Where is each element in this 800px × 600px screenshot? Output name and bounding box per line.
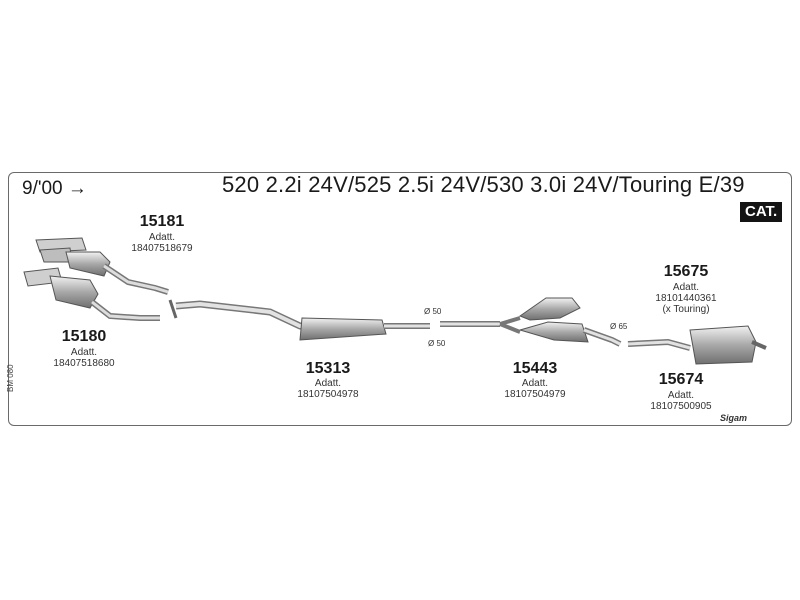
part-label-15180: Adatt. xyxy=(70,347,98,358)
diameter-label: Ø 50 xyxy=(424,307,442,316)
part-number-15180: 15180 xyxy=(61,328,107,345)
catalytic-converter-15180 xyxy=(23,267,160,321)
part-label-15443: Adatt. xyxy=(521,378,549,389)
brand-logo: Sigam xyxy=(720,413,748,423)
part-label-15675: Adatt. xyxy=(672,282,700,293)
part-code-15675: 18101440361 xyxy=(655,293,717,304)
part-code-15443: 18107504979 xyxy=(504,389,566,400)
center-silencer-15313 xyxy=(168,299,430,341)
part-code-15180: 18407518680 xyxy=(53,358,115,369)
rear-silencer-15674 xyxy=(627,325,767,365)
part-number-15443: 15443 xyxy=(512,360,558,377)
part-code-15313: 18107504978 xyxy=(297,389,359,400)
part-label-15313: Adatt. xyxy=(314,378,342,389)
cat-badge: CAT. xyxy=(740,202,783,222)
catalog-code: BM 080 xyxy=(6,364,15,392)
part-code-15181: 18407518679 xyxy=(131,243,193,254)
part-label-15674: Adatt. xyxy=(667,390,695,401)
part-label-15181: Adatt. xyxy=(148,232,176,243)
part-number-15675: 15675 xyxy=(663,263,709,280)
part-number-15313: 15313 xyxy=(305,360,351,377)
part-note-15675: (x Touring) xyxy=(662,304,710,315)
part-code-15674: 18107500905 xyxy=(650,401,712,412)
diameter-label: Ø 65 xyxy=(610,322,628,331)
twin-silencer-15443 xyxy=(440,297,622,347)
part-number-15181: 15181 xyxy=(139,213,185,230)
date-range: 9/'00 → xyxy=(22,178,87,199)
diagram-frame xyxy=(8,172,792,426)
vehicle-title: 520 2.2i 24V/525 2.5i 24V/530 3.0i 24V/T… xyxy=(222,172,745,197)
part-number-15674: 15674 xyxy=(658,371,704,388)
catalytic-converter-15181 xyxy=(35,237,169,295)
diameter-label: Ø 50 xyxy=(428,339,446,348)
